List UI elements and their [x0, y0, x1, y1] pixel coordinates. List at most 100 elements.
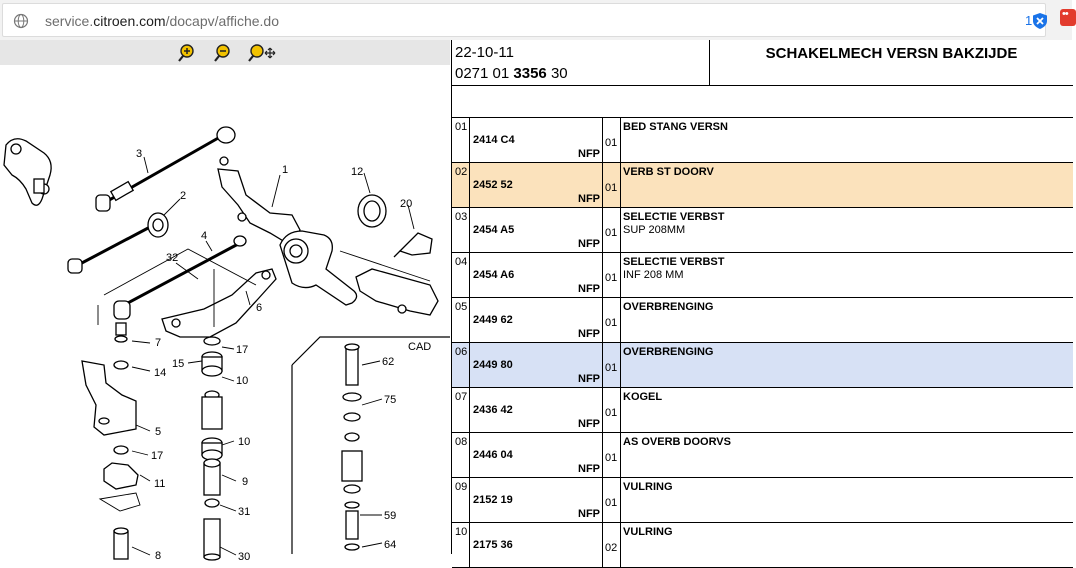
- housing-drawing: [279, 230, 358, 306]
- table-row[interactable]: 05 2449 62 NFP 01 OVERBRENGING: [452, 298, 1073, 343]
- description-cell: OVERBRENGING: [621, 298, 1071, 342]
- row-index-cell: 03: [452, 208, 470, 252]
- part-description-detail: SUP 208MM: [623, 224, 686, 236]
- callout-10a: 10: [236, 375, 248, 387]
- url-text[interactable]: service.citroen.com/docapv/affiche.do: [45, 13, 279, 29]
- quantity: 02: [605, 542, 618, 554]
- quantity: 01: [605, 182, 618, 194]
- nfp-flag: NFP: [578, 148, 600, 160]
- shield-icon[interactable]: [1032, 12, 1048, 30]
- callout-17a: 17: [236, 344, 248, 356]
- part-number[interactable]: 2454 A6: [473, 269, 515, 281]
- rod-3-drawing: [95, 126, 236, 212]
- callout-9: 9: [242, 476, 248, 488]
- quantity-cell: 01: [603, 298, 621, 342]
- quantity: 01: [605, 137, 618, 149]
- quantity: 01: [605, 497, 618, 509]
- part-number-cell: 2175 36: [470, 523, 603, 567]
- row-index-cell: 01: [452, 118, 470, 162]
- nfp-flag: NFP: [578, 508, 600, 520]
- nfp-flag: NFP: [578, 283, 600, 295]
- part-number[interactable]: 2449 80: [473, 359, 513, 371]
- callout-1: 1: [282, 164, 288, 176]
- page-title: SCHAKELMECH VERSN BAKZIJDE: [765, 45, 1018, 62]
- row-index-cell: 07: [452, 388, 470, 432]
- part-number[interactable]: 2449 62: [473, 314, 513, 326]
- callout-12: 12: [351, 166, 363, 178]
- extension-icon[interactable]: [1060, 8, 1076, 26]
- inset-label: CAD: [408, 341, 431, 353]
- description-cell: VULRING: [621, 523, 1071, 567]
- callout-6: 6: [256, 302, 262, 314]
- callout-30: 30: [238, 551, 250, 563]
- row-index: 03: [455, 211, 468, 223]
- part-number[interactable]: 2436 42: [473, 404, 513, 416]
- row-index: 09: [455, 481, 468, 493]
- exploded-parts-diagram: 1 2 3 4 5 6 7 8 9 10 10 11 12 14 15 17 1…: [3, 126, 450, 563]
- part-description: SELECTIE VERBST: [623, 256, 725, 268]
- row-index-cell: 08: [452, 433, 470, 477]
- quantity: 01: [605, 227, 618, 239]
- part-description: OVERBRENGING: [623, 301, 714, 313]
- quantity: 01: [605, 452, 618, 464]
- row-index-cell: 09: [452, 478, 470, 522]
- nfp-flag: NFP: [578, 463, 600, 475]
- description-cell: AS OVERB DOORVS: [621, 433, 1071, 477]
- part-description: BED STANG VERSN: [623, 121, 728, 133]
- row-index: 01: [455, 121, 468, 133]
- plate-6-drawing: [161, 268, 277, 338]
- callout-64: 64: [384, 539, 396, 551]
- table-row[interactable]: 09 2152 19 NFP 01 VULRING: [452, 478, 1073, 523]
- part-description: VULRING: [623, 481, 673, 493]
- globe-icon: [13, 13, 29, 29]
- quantity: 01: [605, 317, 618, 329]
- part-number[interactable]: 2414 C4: [473, 134, 515, 146]
- zoom-pan-icon[interactable]: [246, 43, 276, 63]
- callout-15: 15: [172, 358, 184, 370]
- callout-17b: 17: [151, 450, 163, 462]
- zoom-toolbar: [0, 40, 450, 65]
- callout-75: 75: [384, 394, 396, 406]
- address-bar[interactable]: service.citroen.com/docapv/affiche.do 1: [2, 3, 1048, 37]
- part-description: VERB ST DOORV: [623, 166, 714, 178]
- zoom-in-icon[interactable]: [176, 43, 198, 63]
- quantity-cell: 01: [603, 433, 621, 477]
- callout-62: 62: [382, 356, 394, 368]
- quantity-cell: 01: [603, 478, 621, 522]
- rod-2-drawing: [67, 212, 169, 274]
- quantity-cell: 01: [603, 253, 621, 297]
- part-number[interactable]: 2452 52: [473, 179, 513, 191]
- table-row[interactable]: 01 2414 C4 NFP 01 BED STANG VERSN: [452, 118, 1073, 163]
- part-number[interactable]: 2454 A5: [473, 224, 515, 236]
- part-number-cell: 2449 62 NFP: [470, 298, 603, 342]
- part-number[interactable]: 2446 04: [473, 449, 513, 461]
- callout-20: 20: [400, 198, 412, 210]
- nfp-flag: NFP: [578, 328, 600, 340]
- inset-stack-drawing: [341, 343, 363, 551]
- middle-stack-drawing: [201, 336, 223, 561]
- header-separator: [709, 40, 710, 85]
- quantity: 01: [605, 362, 618, 374]
- part-number[interactable]: 2175 36: [473, 539, 513, 551]
- zoom-out-icon[interactable]: [212, 43, 234, 63]
- row-index: 06: [455, 346, 468, 358]
- part-description: VULRING: [623, 526, 673, 538]
- row-index: 05: [455, 301, 468, 313]
- part-description: KOGEL: [623, 391, 663, 403]
- part-description: AS OVERB DOORVS: [623, 436, 731, 448]
- header-date: 22-10-11: [455, 44, 514, 61]
- part-number[interactable]: 2152 19: [473, 494, 513, 506]
- part-number-cell: 2446 04 NFP: [470, 433, 603, 477]
